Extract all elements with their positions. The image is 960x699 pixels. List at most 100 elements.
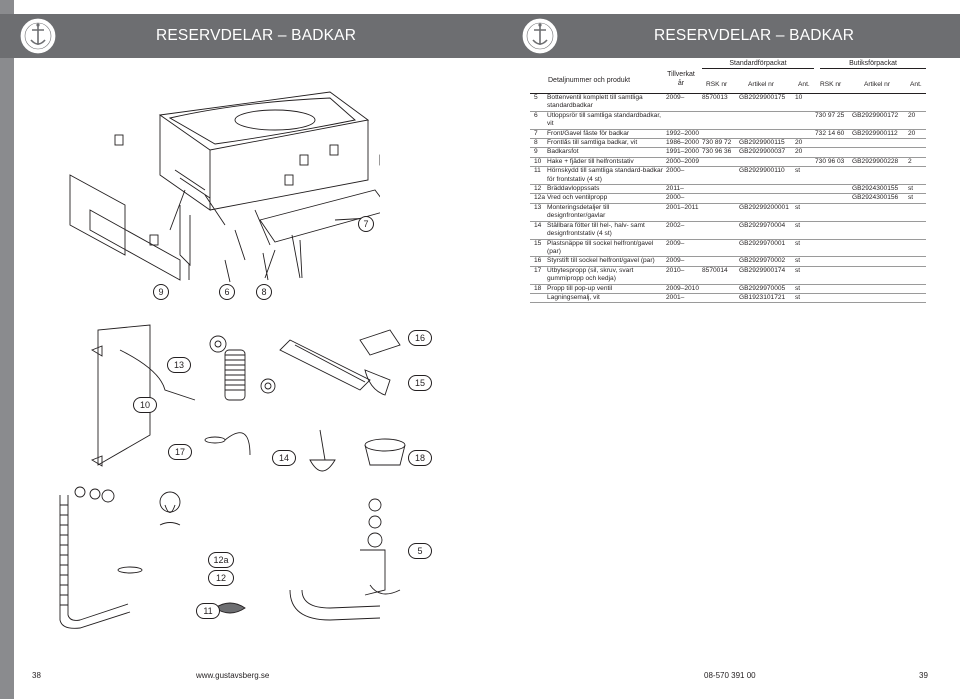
cell-rsk2	[815, 167, 852, 184]
cell-no: 14	[534, 221, 542, 229]
header-rsk: RSK nr	[706, 81, 728, 88]
callout-6: 6	[219, 284, 235, 300]
cell-desc: Badkarsfot	[547, 148, 579, 156]
cell-art: GB2929900110	[739, 167, 785, 175]
callout-11: 11	[196, 603, 220, 619]
callout-13: 13	[167, 357, 191, 373]
detail-parts-figure	[90, 324, 406, 472]
cell-year: 2000–	[666, 167, 685, 175]
cell-art2	[852, 294, 908, 302]
cell-art: GB2929970005	[739, 284, 786, 292]
cell-art2	[852, 222, 908, 239]
cell-art: GB2929900174	[739, 266, 786, 274]
cell-art2	[852, 167, 908, 184]
cell-year: 1992–2000	[666, 129, 700, 137]
gustavsberg-logo-right	[521, 17, 559, 55]
cell-year: 2000–	[666, 194, 685, 202]
cell-art: GB2929970002	[739, 257, 786, 265]
cell-no: 15	[534, 239, 542, 247]
cell-art2	[852, 148, 908, 156]
cell-ant2	[908, 139, 922, 147]
cell-no: 8	[534, 139, 538, 147]
cell-desc: Lagningsemalj, vit	[547, 293, 600, 301]
cell-desc: Plastsnäppe till sockel helfront/gavel (…	[547, 239, 654, 255]
cell-art: GB29299200001	[739, 203, 789, 211]
cell-rsk	[702, 222, 739, 239]
cell-art: GB2929900175	[739, 94, 786, 101]
cell-ant2	[908, 240, 922, 257]
header-ant2: Ant.	[910, 81, 922, 88]
cell-desc: Front/Gavel fäste för badkar	[547, 129, 630, 137]
cell-ant2	[908, 222, 922, 239]
cell-art2	[852, 285, 908, 293]
header-made: Tillverkat år	[667, 71, 695, 87]
cell-no: 16	[534, 257, 542, 265]
cell-ant2	[908, 257, 922, 265]
table-row: 16 Styrstift till sockel helfront/gavel (…	[530, 257, 926, 267]
cell-ant2	[908, 94, 922, 111]
cell-year: 1986–2000	[666, 139, 700, 147]
cell-no: 17	[534, 266, 542, 274]
cell-ant: st	[795, 257, 801, 265]
cell-rsk: 8570014	[702, 266, 728, 274]
callout-17: 17	[168, 444, 192, 460]
cell-rsk2	[815, 285, 852, 293]
cell-year: 2011–	[666, 185, 684, 193]
cell-rsk: 730 96 36	[702, 148, 732, 156]
cell-ant2: 20	[908, 129, 916, 137]
cell-no: 12	[534, 185, 542, 193]
cell-year: 2009–	[666, 257, 685, 265]
cell-ant: st	[795, 266, 801, 274]
cell-art2	[852, 240, 908, 257]
cell-ant2: 20	[908, 111, 916, 119]
cell-rsk2	[815, 294, 852, 302]
callout-12a: 12a	[208, 552, 234, 568]
page-number-right: 39	[919, 671, 928, 680]
cell-year: 2001–	[666, 293, 685, 301]
page-title-left: RESERVDELAR – BADKAR	[156, 27, 357, 44]
cell-ant2: st	[908, 194, 914, 202]
cell-desc: Hörnskydd till samtliga standard-badkar …	[547, 167, 663, 183]
cell-rsk2	[815, 194, 852, 202]
cell-rsk2: 732 14 60	[815, 129, 845, 137]
cell-ant2	[908, 204, 922, 221]
cell-ant: st	[795, 221, 801, 229]
header-artikel2: Artikel nr	[864, 81, 891, 88]
cell-art2: GB2924300155	[852, 185, 899, 193]
callout-16: 16	[408, 330, 432, 346]
website-link[interactable]: www.gustavsberg.se	[196, 671, 270, 680]
cell-year	[666, 112, 702, 129]
phone-number: 08-570 391 00	[704, 671, 756, 680]
cell-year: 2009–	[666, 94, 685, 101]
cell-desc: Styrstift till sockel helfront/gavel (pa…	[547, 257, 655, 265]
callout-18: 18	[408, 450, 432, 466]
cell-no: 13	[534, 203, 542, 211]
cell-art2: GB2929900172	[852, 111, 899, 119]
cell-no: 18	[534, 284, 542, 292]
cell-art	[739, 194, 795, 202]
header-rsk2: RSK nr	[820, 81, 842, 88]
header-detail: Detaljnummer och produkt	[548, 77, 631, 84]
cell-rsk	[702, 194, 739, 202]
cell-ant2	[908, 285, 922, 293]
cell-year: 2009–	[666, 239, 685, 247]
cell-ant2: 2	[908, 157, 912, 165]
cell-rsk2	[815, 148, 852, 156]
page-number-left: 38	[32, 671, 41, 680]
bathtub-exploded-figure	[69, 91, 380, 283]
cell-rsk2: 730 97 25	[815, 111, 845, 119]
header-artikel: Artikel nr	[748, 81, 775, 88]
cell-art: GB2929970001	[739, 239, 786, 247]
cell-no	[530, 294, 546, 302]
cell-art	[739, 130, 795, 138]
header-bar	[0, 14, 960, 58]
cell-no: 10	[534, 157, 542, 165]
gustavsberg-logo	[19, 17, 57, 55]
cell-ant: 20	[795, 148, 803, 156]
cell-ant	[795, 185, 815, 193]
